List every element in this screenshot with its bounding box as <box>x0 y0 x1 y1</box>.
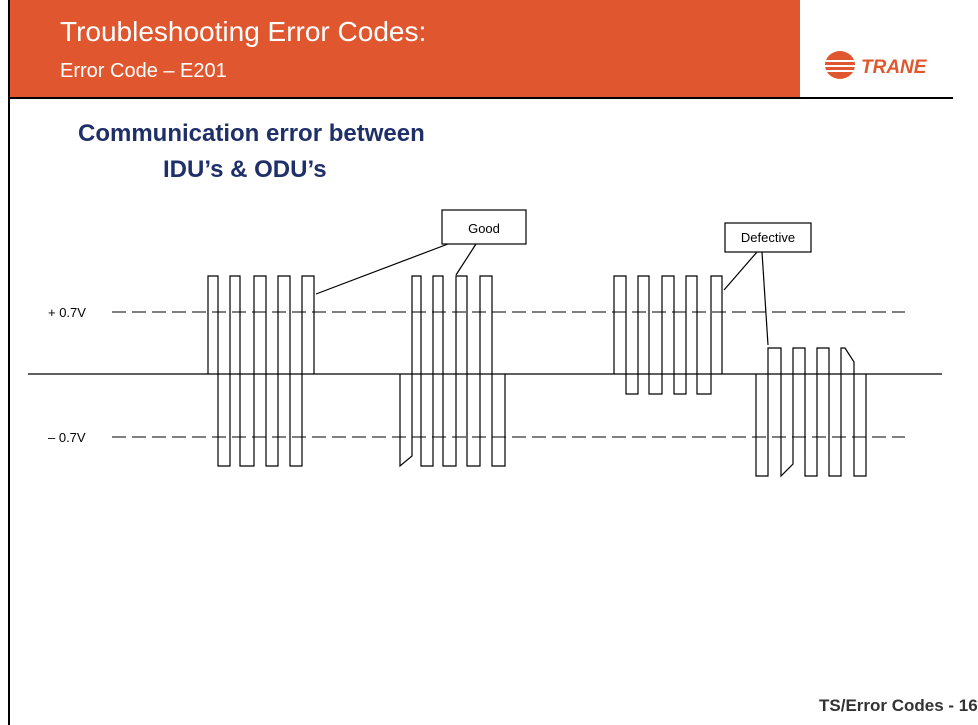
logo-wordmark: TRANE <box>861 57 928 78</box>
heading-line-2: IDU’s & ODU’s <box>163 156 327 183</box>
callout-defective: Defective <box>724 222 812 253</box>
callout-good: Good <box>441 209 527 245</box>
pulse-group-defective-1 <box>613 275 723 395</box>
slide-footer: TS/Error Codes - 16 <box>819 696 978 715</box>
callout-line-good-b <box>455 243 477 276</box>
pulse-group-good-1 <box>207 275 315 467</box>
slide: Troubleshooting Error Codes: Error Code … <box>8 0 978 725</box>
header-divider <box>10 97 953 99</box>
header-bar: Troubleshooting Error Codes: Error Code … <box>10 0 800 97</box>
pulse-group-good-2 <box>399 275 506 468</box>
trane-logo: TRANE <box>825 51 928 79</box>
pulse-group-defective-2 <box>755 347 867 478</box>
slide-left-border <box>8 0 10 725</box>
waveform-diagram: + 0.7V – 0.7V Good Defective <box>28 209 942 478</box>
heading-line-1: Communication error between <box>78 120 425 147</box>
level-pos-label: + 0.7V <box>48 305 86 320</box>
trane-logo-mark <box>825 51 855 79</box>
slide-title: Troubleshooting Error Codes: <box>60 16 427 47</box>
callout-good-box <box>441 209 527 245</box>
callout-line-defective-b <box>761 251 769 346</box>
callout-defective-label: Defective <box>741 230 795 245</box>
callout-good-label: Good <box>468 221 500 236</box>
callout-defective-box <box>724 222 812 253</box>
callout-line-defective-a <box>723 251 758 291</box>
callout-line-good-a <box>315 243 449 295</box>
slide-subtitle: Error Code – E201 <box>60 60 227 82</box>
level-neg-label: – 0.7V <box>48 430 86 445</box>
